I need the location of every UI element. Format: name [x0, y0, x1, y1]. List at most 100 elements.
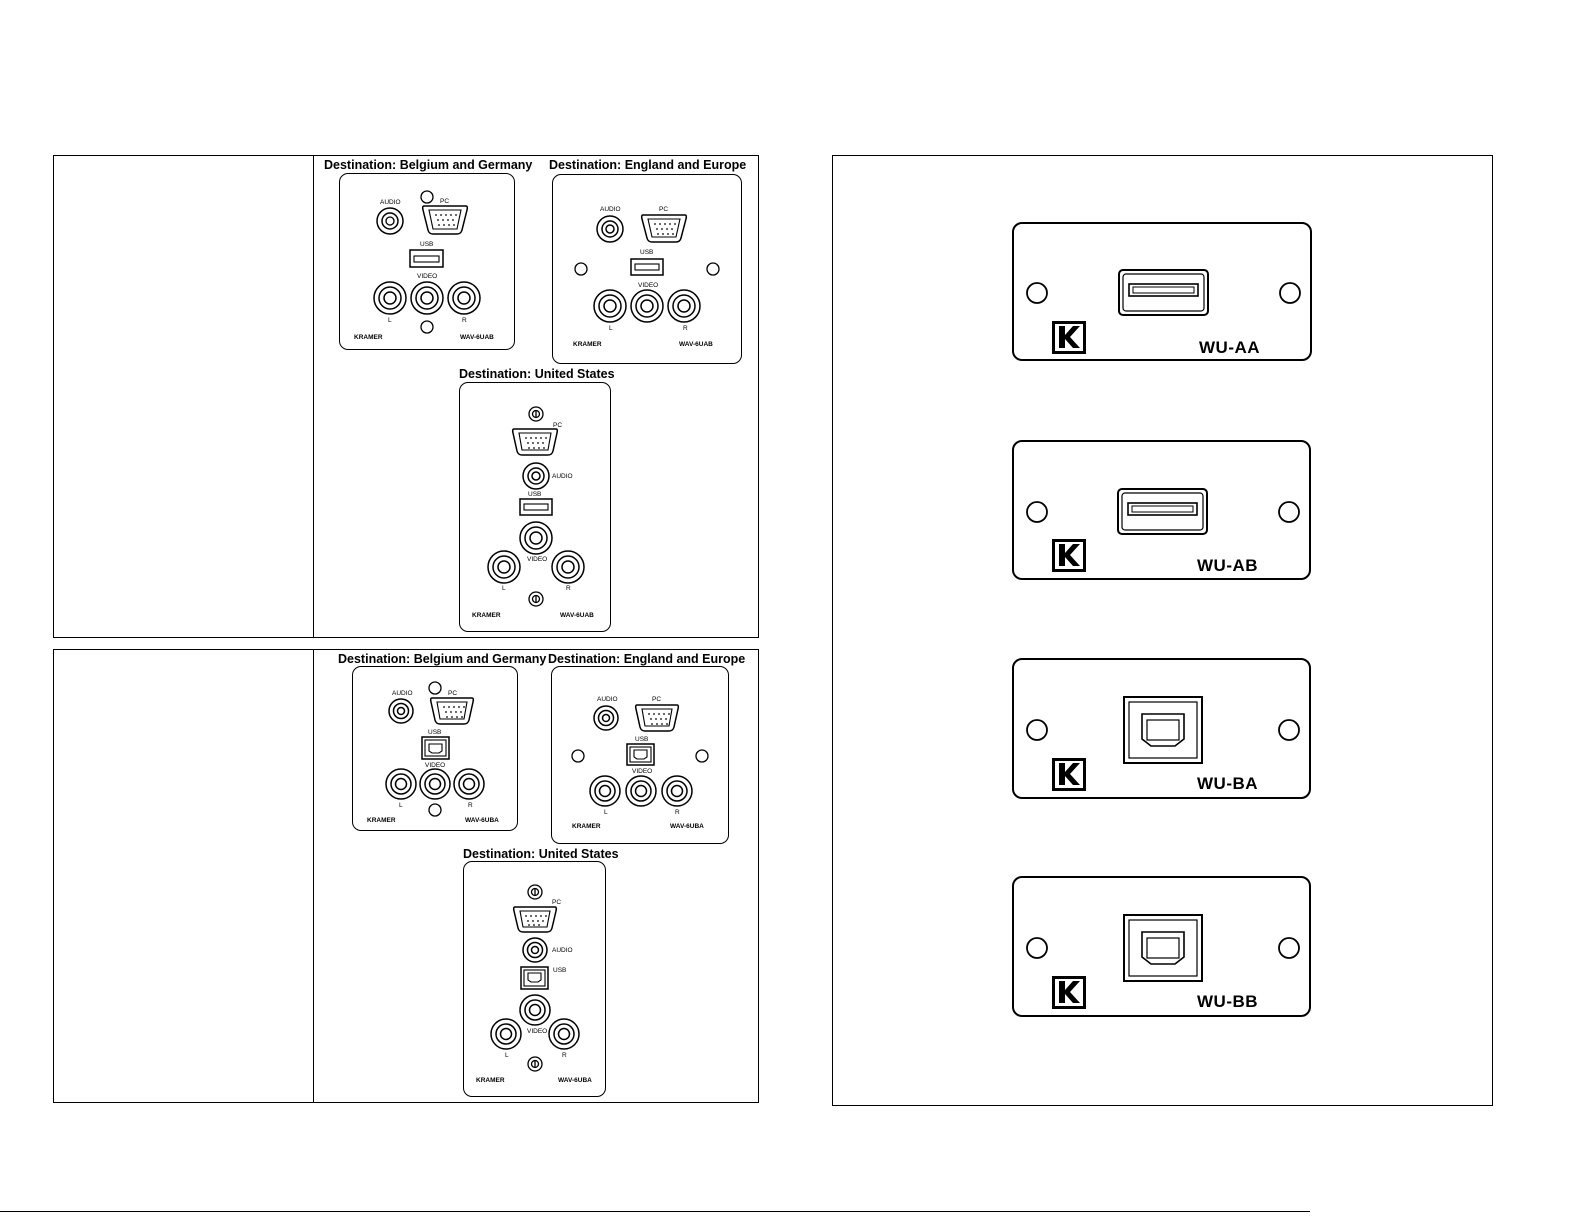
screw-icon [527, 1056, 543, 1072]
wall-plate-drawing: PC AUDIO USB VIDEO L R KRAMER [476, 884, 592, 1084]
usb-b-icon [1123, 696, 1203, 764]
wall-plate-drawing: AUDIO PC USB VIDEO L R KRAMER WAV-6UAB [354, 190, 494, 341]
left-label: L [502, 585, 506, 592]
audio-jack-icon [596, 215, 624, 243]
usb-label: USB [428, 729, 441, 736]
screw-icon [528, 406, 544, 422]
usb-a-icon [1118, 269, 1209, 316]
left-label: L [604, 809, 608, 816]
audio-label: AUDIO [392, 690, 413, 697]
usb-a-icon [519, 498, 553, 516]
module-plate: WU-AA [1012, 222, 1312, 361]
audio-jack-icon [388, 698, 414, 724]
usb-b-icon [626, 743, 655, 766]
right-label: R [468, 802, 473, 809]
usb-b-icon [520, 966, 549, 990]
usb-a-icon [1117, 488, 1208, 535]
destination-title: Destination: Belgium and Germany [324, 158, 533, 172]
video-label: VIDEO [417, 273, 437, 280]
left-label: L [388, 317, 392, 324]
screw-hole-icon [1026, 501, 1048, 523]
pc-label: PC [652, 696, 661, 703]
left-label: L [399, 802, 403, 809]
right-label: R [675, 809, 680, 816]
rca-jack-icon [593, 289, 627, 323]
rca-jack-icon [630, 289, 664, 323]
rca-jack-icon [419, 768, 451, 800]
wall-plate: PC AUDIO USB VIDEO L R KRAMER WA [459, 382, 611, 632]
module-plate-drawing [1026, 696, 1300, 791]
screw-hole-icon [428, 803, 442, 817]
brand-label: KRAMER [367, 817, 396, 824]
usb-label: USB [553, 967, 566, 974]
audio-jack-icon [593, 705, 619, 731]
wall-plate: AUDIO PC USB VIDEO L R KRAMER WAV-6UBA [551, 666, 729, 844]
rca-jack-icon [519, 994, 551, 1026]
wall-plate: AUDIO PC USB VIDEO L R KRAMER WAV-6UAB [552, 174, 742, 364]
model-label: WAV-6UAB [460, 334, 494, 341]
screw-hole-icon [706, 262, 720, 276]
table-divider [313, 156, 314, 637]
rca-jack-icon [551, 550, 585, 584]
screw-hole-icon [695, 749, 709, 763]
module-model-label: WU-BB [1197, 992, 1259, 1011]
rca-jack-icon [490, 1018, 522, 1050]
kramer-logo-icon [1052, 976, 1086, 1009]
destination-title: Destination: Belgium and Germany [338, 652, 547, 666]
model-label: WAV-6UBA [465, 817, 499, 824]
wall-plate-drawing: PC AUDIO USB VIDEO L R KRAMER WA [472, 406, 594, 619]
footer-rule [0, 1211, 1310, 1212]
table-divider [313, 650, 314, 1102]
wall-plate: AUDIO PC USB VIDEO L R KRAMER WAV-6UAB [339, 173, 515, 350]
pc-label: PC [553, 422, 562, 429]
screw-hole-icon [571, 749, 585, 763]
model-label: WAV-6UAB [679, 341, 713, 348]
usb-a-icon [409, 249, 444, 268]
screw-icon [528, 591, 544, 607]
usb-label: USB [635, 736, 648, 743]
wall-plate: PC AUDIO USB VIDEO L R KRAMER [463, 861, 606, 1097]
module-plate-drawing [1026, 914, 1300, 1009]
model-label: WAV-6UAB [560, 612, 594, 619]
rca-jack-icon [589, 775, 621, 807]
brand-label: KRAMER [572, 823, 601, 830]
rca-jack-icon [410, 281, 444, 315]
vga-port-icon [429, 697, 475, 725]
usb-a-icon [630, 258, 664, 276]
vga-port-icon [511, 428, 559, 456]
usb-label: USB [528, 491, 541, 498]
video-label: VIDEO [527, 1028, 547, 1035]
screw-hole-icon [1026, 282, 1048, 304]
screw-hole-icon [420, 190, 434, 204]
destination-title: Destination: United States [463, 847, 619, 861]
modules-box [832, 155, 1493, 1106]
right-label: R [566, 585, 571, 592]
rca-jack-icon [625, 775, 657, 807]
wall-plate-drawing: AUDIO PC USB VIDEO L R KRAMER WAV-6UAB [573, 206, 720, 348]
pc-label: PC [552, 899, 561, 906]
destination-title: Destination: United States [459, 367, 615, 381]
right-label: R [462, 317, 467, 324]
rca-jack-icon [667, 289, 701, 323]
pc-label: PC [440, 198, 449, 205]
rca-jack-icon [447, 281, 481, 315]
usb-b-icon [421, 736, 450, 760]
destination-title: Destination: England and Europe [549, 158, 747, 172]
left-label: L [609, 325, 613, 332]
wall-plate-drawing: AUDIO PC USB VIDEO L R KRAMER WAV-6UBA [571, 696, 709, 830]
vga-port-icon [421, 205, 469, 235]
left-label: L [505, 1052, 509, 1059]
kramer-logo-icon [1052, 758, 1086, 791]
module-plate: WU-BA [1012, 658, 1311, 799]
module-plate-drawing [1026, 269, 1301, 354]
pc-label: PC [659, 206, 668, 213]
audio-label: AUDIO [380, 199, 401, 206]
right-label: R [683, 325, 688, 332]
top-table [53, 155, 759, 638]
usb-b-icon [1123, 914, 1203, 982]
brand-label: KRAMER [354, 334, 383, 341]
kramer-logo-icon [1052, 539, 1086, 572]
model-label: WAV-6UBA [558, 1077, 592, 1084]
screw-icon [527, 884, 543, 900]
rca-jack-icon [548, 1018, 580, 1050]
